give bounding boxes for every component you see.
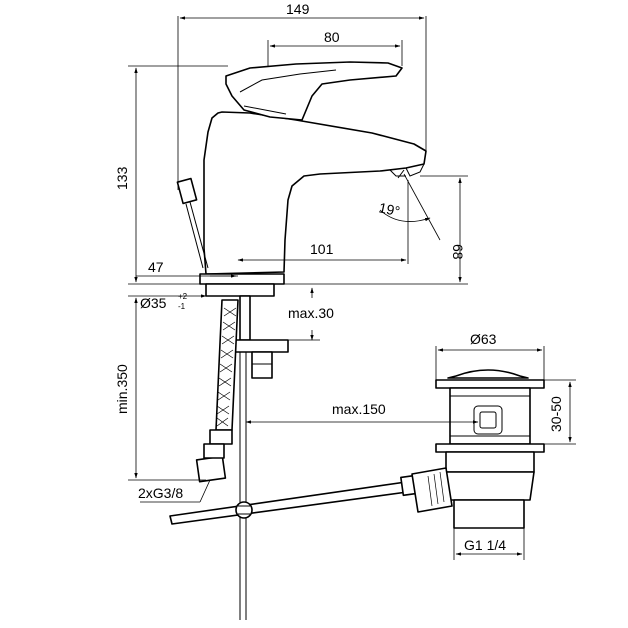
dim-base-offset: 47	[148, 259, 164, 275]
faucet-body	[203, 111, 427, 275]
dim-hose-thread: 2xG3/8	[138, 485, 183, 501]
flexible-hose	[195, 299, 239, 483]
dim-spout-reach: 101	[310, 241, 334, 257]
dim-waste-diameter: Ø63	[470, 331, 497, 347]
dim-base-tol-upper: +2	[178, 292, 188, 301]
dim-waste-range: 30-50	[548, 396, 564, 432]
waste-valve	[411, 369, 545, 529]
lever-handle	[225, 61, 403, 121]
base-plate	[199, 273, 285, 297]
dimension-lines	[128, 16, 576, 560]
pop-up-rod	[176, 177, 209, 269]
dim-base-diameter: Ø35	[140, 295, 167, 311]
dim-handle-width: 80	[324, 29, 340, 45]
dim-waste-thread: G1 1/4	[464, 537, 506, 553]
dim-base-tol-lower: -1	[178, 302, 186, 311]
dim-min-length: min.350	[114, 364, 130, 414]
dim-spout-angle: 19°	[377, 199, 401, 219]
dim-max-thickness: max.30	[288, 305, 334, 321]
dim-max-lever: max.150	[332, 401, 386, 417]
dim-spout-height: 68	[450, 244, 466, 260]
dim-total-height: 133	[114, 166, 130, 190]
drain-linkage	[169, 352, 424, 620]
dim-total-width: 149	[286, 1, 310, 17]
